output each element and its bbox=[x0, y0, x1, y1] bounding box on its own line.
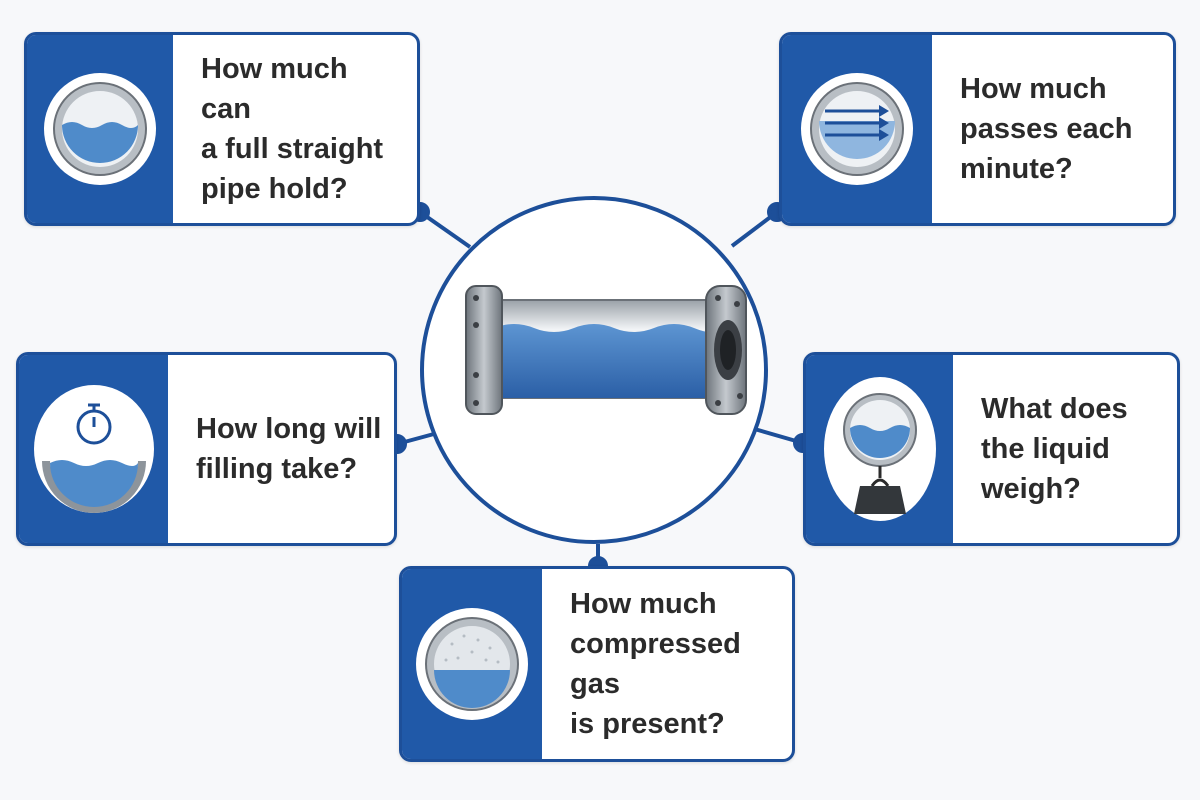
filled-pipe-section-icon bbox=[44, 73, 156, 185]
weight-icon bbox=[823, 377, 936, 521]
gas-card: How much compressed gas is present? bbox=[399, 566, 795, 762]
fill-time-question: How long will filling take? bbox=[196, 413, 382, 485]
weight-icon-panel bbox=[806, 355, 953, 543]
pipe-icon bbox=[465, 285, 747, 415]
weight-card: What does the liquid weigh? bbox=[803, 352, 1180, 546]
capacity-question: How much can a full straight pipe hold? bbox=[201, 53, 384, 205]
capacity-card: How much can a full straight pipe hold? bbox=[24, 32, 420, 226]
flow-arrows-icon bbox=[801, 73, 913, 185]
flow-rate-card: How much passes each minute? bbox=[779, 32, 1176, 226]
connector-capacity bbox=[418, 210, 472, 249]
capacity-icon-panel bbox=[27, 35, 173, 223]
weight-question: What does the liquid weigh? bbox=[981, 393, 1128, 505]
flow-question: How much passes each minute? bbox=[960, 73, 1133, 185]
flow-icon-panel bbox=[782, 35, 932, 223]
gas-question: How much compressed gas is present? bbox=[570, 588, 741, 740]
gas-icon-panel bbox=[402, 569, 542, 759]
gas-pipe-section-icon bbox=[416, 608, 528, 720]
central-pipe-hub bbox=[420, 196, 768, 544]
fill-time-card: How long will filling take? bbox=[16, 352, 397, 546]
fill-time-icon-panel bbox=[19, 355, 168, 543]
stopwatch-icon bbox=[33, 385, 154, 513]
